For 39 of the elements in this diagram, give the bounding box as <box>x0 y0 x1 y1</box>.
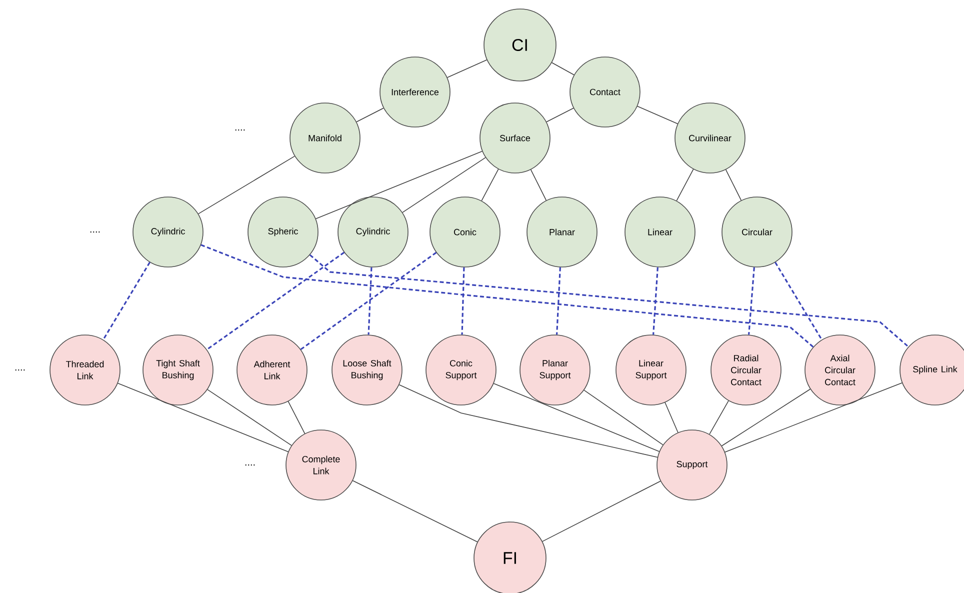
connector-line <box>288 401 306 434</box>
connector-line <box>356 108 384 122</box>
dashed-connector <box>556 267 561 335</box>
connector-line <box>446 59 488 78</box>
connector-line <box>721 388 811 446</box>
dashed-connector <box>200 244 814 348</box>
connector-line <box>637 106 678 124</box>
ellipsis-text: .... <box>15 369 25 371</box>
connector-line <box>198 156 296 214</box>
connector-line <box>352 480 478 542</box>
ellipsis-text: .... <box>235 129 245 131</box>
dashed-connector <box>461 267 465 335</box>
ellipsis-text: .... <box>90 231 100 233</box>
connector-line <box>724 382 902 452</box>
dashed-connector <box>368 267 372 335</box>
connector-line <box>584 390 664 446</box>
connector-line <box>542 480 661 542</box>
ellipsis-text: .... <box>245 464 255 466</box>
connector-line <box>493 383 660 452</box>
connector-line <box>398 384 658 458</box>
connector-line <box>315 150 483 220</box>
connector-line <box>481 168 499 202</box>
connector-line <box>530 169 547 201</box>
dashed-connector <box>102 262 150 340</box>
connector-line <box>402 157 486 213</box>
connector-line <box>709 400 729 435</box>
dashed-connector <box>309 254 909 348</box>
connector-line <box>117 382 289 452</box>
connector-line <box>551 62 574 76</box>
connector-line <box>207 389 292 446</box>
dashed-connector <box>206 252 345 350</box>
dashed-connector <box>652 267 658 335</box>
connector-line <box>546 108 574 122</box>
dashed-connector <box>748 267 755 335</box>
connector-line <box>676 168 694 202</box>
connector-line <box>725 169 742 201</box>
dashed-connector <box>300 252 437 350</box>
dashed-connector <box>774 262 822 340</box>
connector-line <box>664 402 678 433</box>
